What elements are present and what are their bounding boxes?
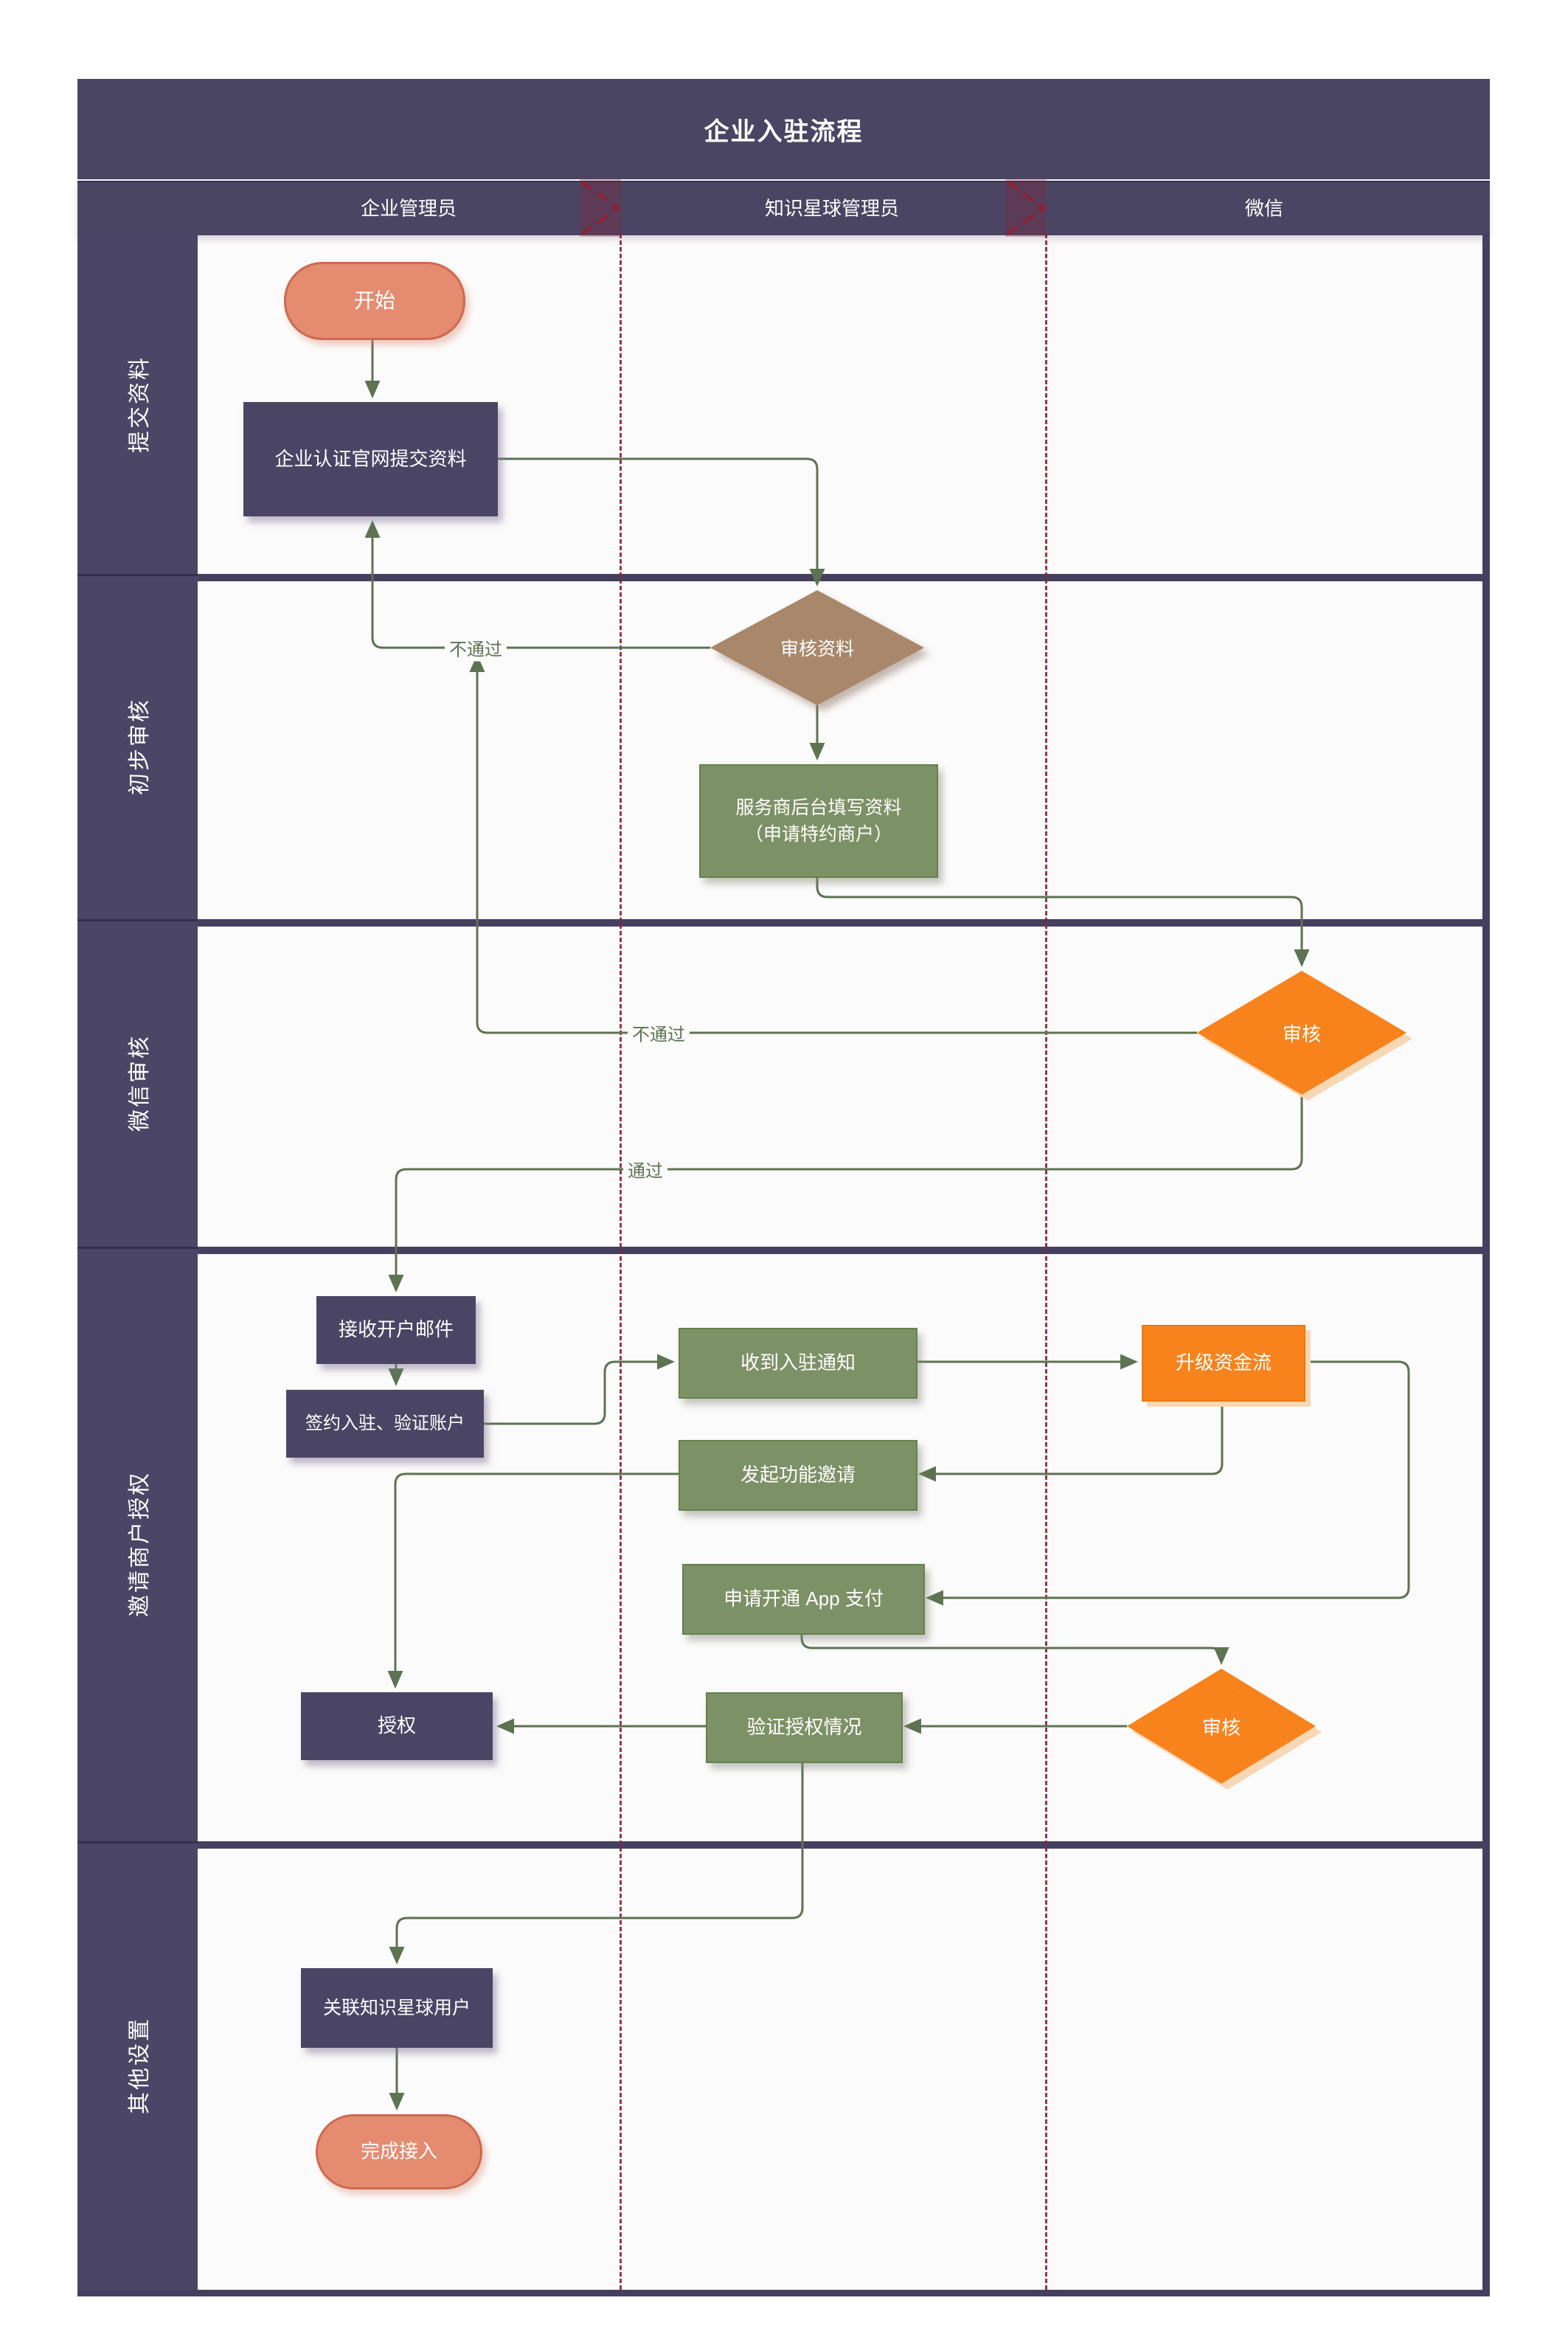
node-invite-function: 发起功能邀请 xyxy=(679,1440,917,1511)
node-fill-info-label-line2: （申请特约商户） xyxy=(744,824,892,845)
lane-label-wechat-review: 微信审核 xyxy=(128,1034,152,1132)
lane-border xyxy=(198,1841,1482,1849)
node-invite-function-label: 发起功能邀请 xyxy=(740,1464,856,1486)
edge-label-fail-wechat: 不通过 xyxy=(628,1019,690,1047)
node-upgrade-funds-label: 升级资金流 xyxy=(1175,1351,1272,1374)
node-fill-info-label-line1: 服务商后台填写资料 xyxy=(735,797,902,818)
node-submit-materials: 企业认证官网提交资料 xyxy=(243,402,498,516)
node-start-label: 开始 xyxy=(353,288,395,312)
node-upgrade-funds: 升级资金流 xyxy=(1142,1325,1305,1402)
edge-label-fail-material: 不通过 xyxy=(445,634,507,662)
node-sign-verify: 签约入驻、验证账户 xyxy=(286,1390,484,1458)
node-apply-app-pay: 申请开通 App 支付 xyxy=(682,1564,925,1635)
lane-border xyxy=(198,574,1482,581)
node-finish-terminator: 完成接入 xyxy=(316,2114,482,2189)
node-sign-verify-label: 签约入驻、验证账户 xyxy=(305,1413,465,1433)
lane-label-sidebar xyxy=(77,234,198,2296)
node-verify-auth: 验证授权情况 xyxy=(706,1692,903,1763)
node-wechat-review-label: 审核 xyxy=(1282,1022,1321,1045)
frame-right-border xyxy=(1482,234,1490,2296)
lane-border xyxy=(198,1247,1482,1254)
divider-ribbon-mark xyxy=(580,179,621,237)
column-header-zsxq-admin: 知识星球管理员 xyxy=(764,197,900,220)
node-submit-label: 企业认证官网提交资料 xyxy=(274,447,467,470)
node-auth-review-decision: 审核 xyxy=(1127,1669,1316,1784)
node-start-terminator: 开始 xyxy=(284,262,465,340)
lane-label-invite-merchant-auth: 邀请商户授权 xyxy=(128,1471,152,1617)
edge-label-pass-wechat: 通过 xyxy=(623,1155,667,1183)
node-fill-info: 服务商后台填写资料 （申请特约商户） xyxy=(699,764,938,878)
sidebar-separator xyxy=(77,574,198,576)
node-link-user-label: 关联知识星球用户 xyxy=(322,1997,471,2018)
lane-border xyxy=(198,919,1482,927)
node-verify-auth-label: 验证授权情况 xyxy=(746,1716,862,1739)
node-review-material-label: 审核资料 xyxy=(780,639,854,659)
node-auth-review-label: 审核 xyxy=(1201,1716,1241,1739)
node-receive-notice-label: 收到入驻通知 xyxy=(740,1351,856,1374)
node-finish-label: 完成接入 xyxy=(360,2140,437,2163)
lane-label-submit-materials: 提交资料 xyxy=(128,356,152,453)
sidebar-separator xyxy=(77,1841,198,1843)
lane-label-other-settings: 其他设置 xyxy=(128,2017,152,2114)
column-header-band xyxy=(77,181,1490,235)
node-authorize-label: 授权 xyxy=(377,1714,416,1737)
column-divider-dashed xyxy=(1045,234,1047,2290)
lane-label-preliminary-review: 初步审核 xyxy=(128,698,152,795)
node-link-user: 关联知识星球用户 xyxy=(301,1968,493,2048)
sidebar-separator xyxy=(77,1247,198,1249)
node-apply-app-pay-label: 申请开通 App 支付 xyxy=(724,1588,884,1610)
node-receive-email: 接收开户邮件 xyxy=(316,1296,476,1364)
sidebar-separator xyxy=(77,919,198,921)
frame-bottom-border xyxy=(77,2290,1490,2296)
column-header-wechat: 微信 xyxy=(1244,197,1284,220)
column-header-enterprise-admin: 企业管理员 xyxy=(360,197,457,220)
node-authorize: 授权 xyxy=(301,1692,493,1760)
node-wechat-review-decision: 审核 xyxy=(1197,971,1406,1095)
diagram-title-bar: 企业入驻流程 xyxy=(77,79,1490,179)
node-review-material-decision: 审核资料 xyxy=(710,590,924,705)
divider-ribbon-mark xyxy=(1005,179,1047,237)
column-divider-dashed xyxy=(620,234,622,2290)
node-receive-notice: 收到入驻通知 xyxy=(679,1328,917,1399)
node-receive-email-label: 接收开户邮件 xyxy=(338,1318,454,1341)
page-title: 企业入驻流程 xyxy=(704,117,864,146)
